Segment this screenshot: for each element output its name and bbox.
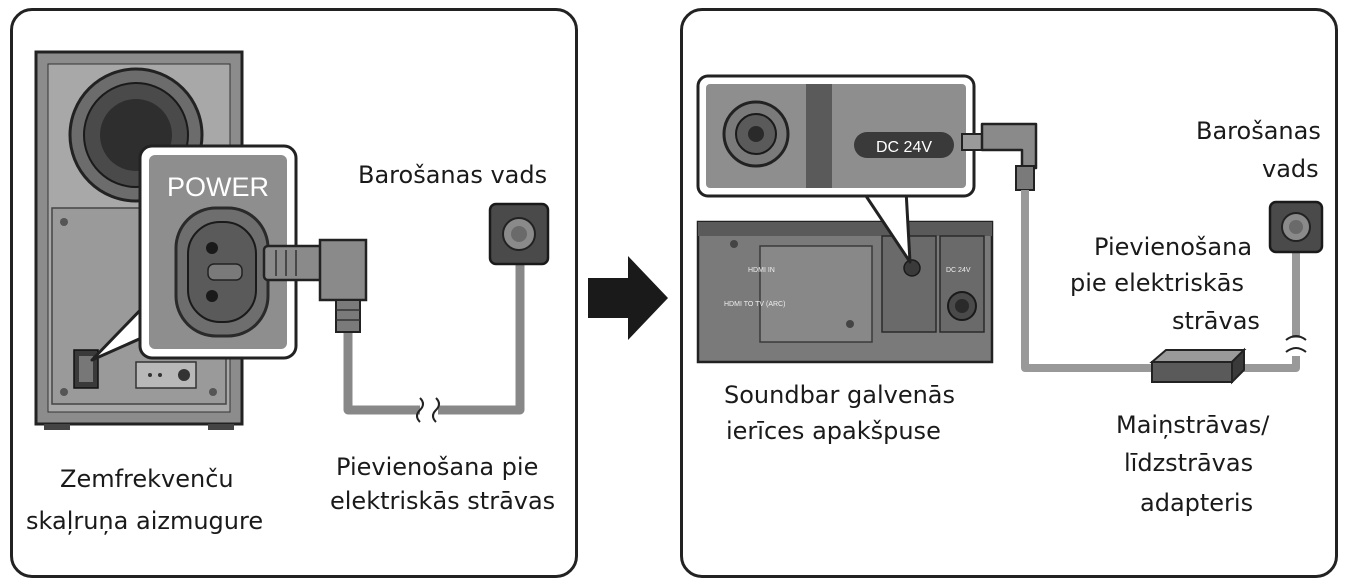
power-plug-icon [262, 238, 368, 333]
dc-24v-label: DC 24V [876, 139, 932, 156]
dc-port-zoom-box [696, 74, 976, 198]
hdmi-tv-port-label: HDMI TO TV (ARC) [724, 301, 785, 308]
wall-outlet-icon [488, 202, 550, 266]
right-cord-label-line2: vads [1262, 155, 1319, 183]
cord-break-icon-right [1285, 335, 1307, 353]
adapter-label-line2: līdzstrāvas [1124, 449, 1254, 477]
subwoofer-label-line1: Zemfrekvenču [60, 465, 234, 493]
ac-dc-adapter-icon [1149, 347, 1247, 385]
adapter-label-line1: Maiņstrāvas/ [1116, 411, 1270, 439]
hdmi-in-port-label: HDMI IN [748, 267, 775, 274]
left-cord-plug-segment [343, 328, 420, 415]
right-outlet-label-line2: pie elektriskās [1070, 269, 1244, 297]
ac-cord-lower [1240, 356, 1300, 372]
next-step-arrow-icon [588, 256, 668, 340]
dc-port-small-label: DC 24V [946, 267, 971, 274]
left-cord-outlet-segment [438, 262, 525, 415]
dc-plug-icon [961, 122, 1038, 191]
adapter-label-line3: adapteris [1140, 489, 1254, 517]
power-label: POWER [167, 172, 269, 202]
left-outlet-label-line2: elektriskās strāvas [330, 487, 556, 515]
left-outlet-label-line1: Pievienošana pie [336, 453, 539, 481]
cord-break-icon [416, 397, 440, 423]
soundbar-label-line1: Soundbar galvenās [724, 381, 956, 409]
left-cord-label: Barošanas vads [358, 161, 548, 189]
right-outlet-label-line3: strāvas [1172, 307, 1260, 335]
right-cord-label-line1: Barošanas [1196, 117, 1321, 145]
right-outlet-label-line1: Pievienošana [1094, 233, 1253, 261]
subwoofer-label-line2: skaļruņa aizmugure [26, 507, 264, 535]
power-zoom-box [138, 144, 298, 360]
soundbar-label-line2: ierīces apakšpuse [726, 417, 941, 445]
wall-outlet-icon-right [1268, 200, 1324, 254]
dc-cord [1021, 190, 1158, 372]
soundbar-underside-illustration [696, 220, 994, 364]
